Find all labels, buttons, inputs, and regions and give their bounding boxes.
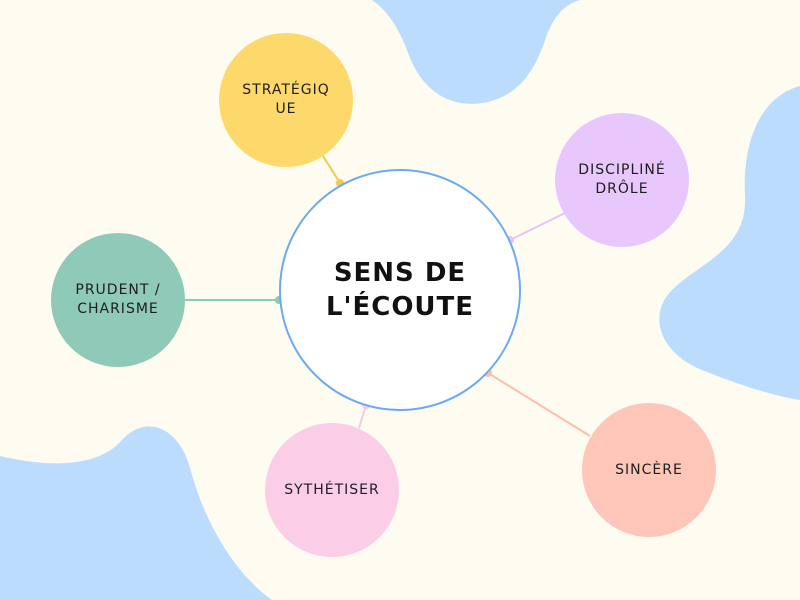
node-sythetiser: SYTHÉTISER — [265, 423, 399, 557]
central-topic-label: SENS DE L'ÉCOUTE — [325, 258, 475, 322]
connector-line-sythetiser — [358, 404, 367, 429]
connector-line-sincere — [487, 372, 591, 437]
connector-line-strategique — [322, 155, 341, 184]
node-label-sythetiser: SYTHÉTISER — [284, 481, 380, 498]
blob-top-right — [372, 0, 580, 104]
connector-line-discipline-drole — [509, 212, 566, 241]
node-prudent-charisme: PRUDENT / CHARISME — [51, 233, 185, 367]
node-label-prudent-charisme: PRUDENT / CHARISME — [75, 282, 161, 317]
node-discipline-drole: DISCIPLINÉ DRÔLE — [555, 113, 689, 247]
blob-bottom-left — [0, 426, 272, 600]
node-label-strategique: STRATÉGIQ UE — [242, 82, 330, 117]
blob-right — [659, 86, 800, 400]
node-label-discipline-drole: DISCIPLINÉ DRÔLE — [578, 162, 666, 197]
node-sincere: SINCÈRE — [582, 403, 716, 537]
node-strategique: STRATÉGIQ UE — [219, 33, 353, 167]
node-label-sincere: SINCÈRE — [615, 461, 683, 478]
central-topic: SENS DE L'ÉCOUTE — [279, 169, 521, 411]
